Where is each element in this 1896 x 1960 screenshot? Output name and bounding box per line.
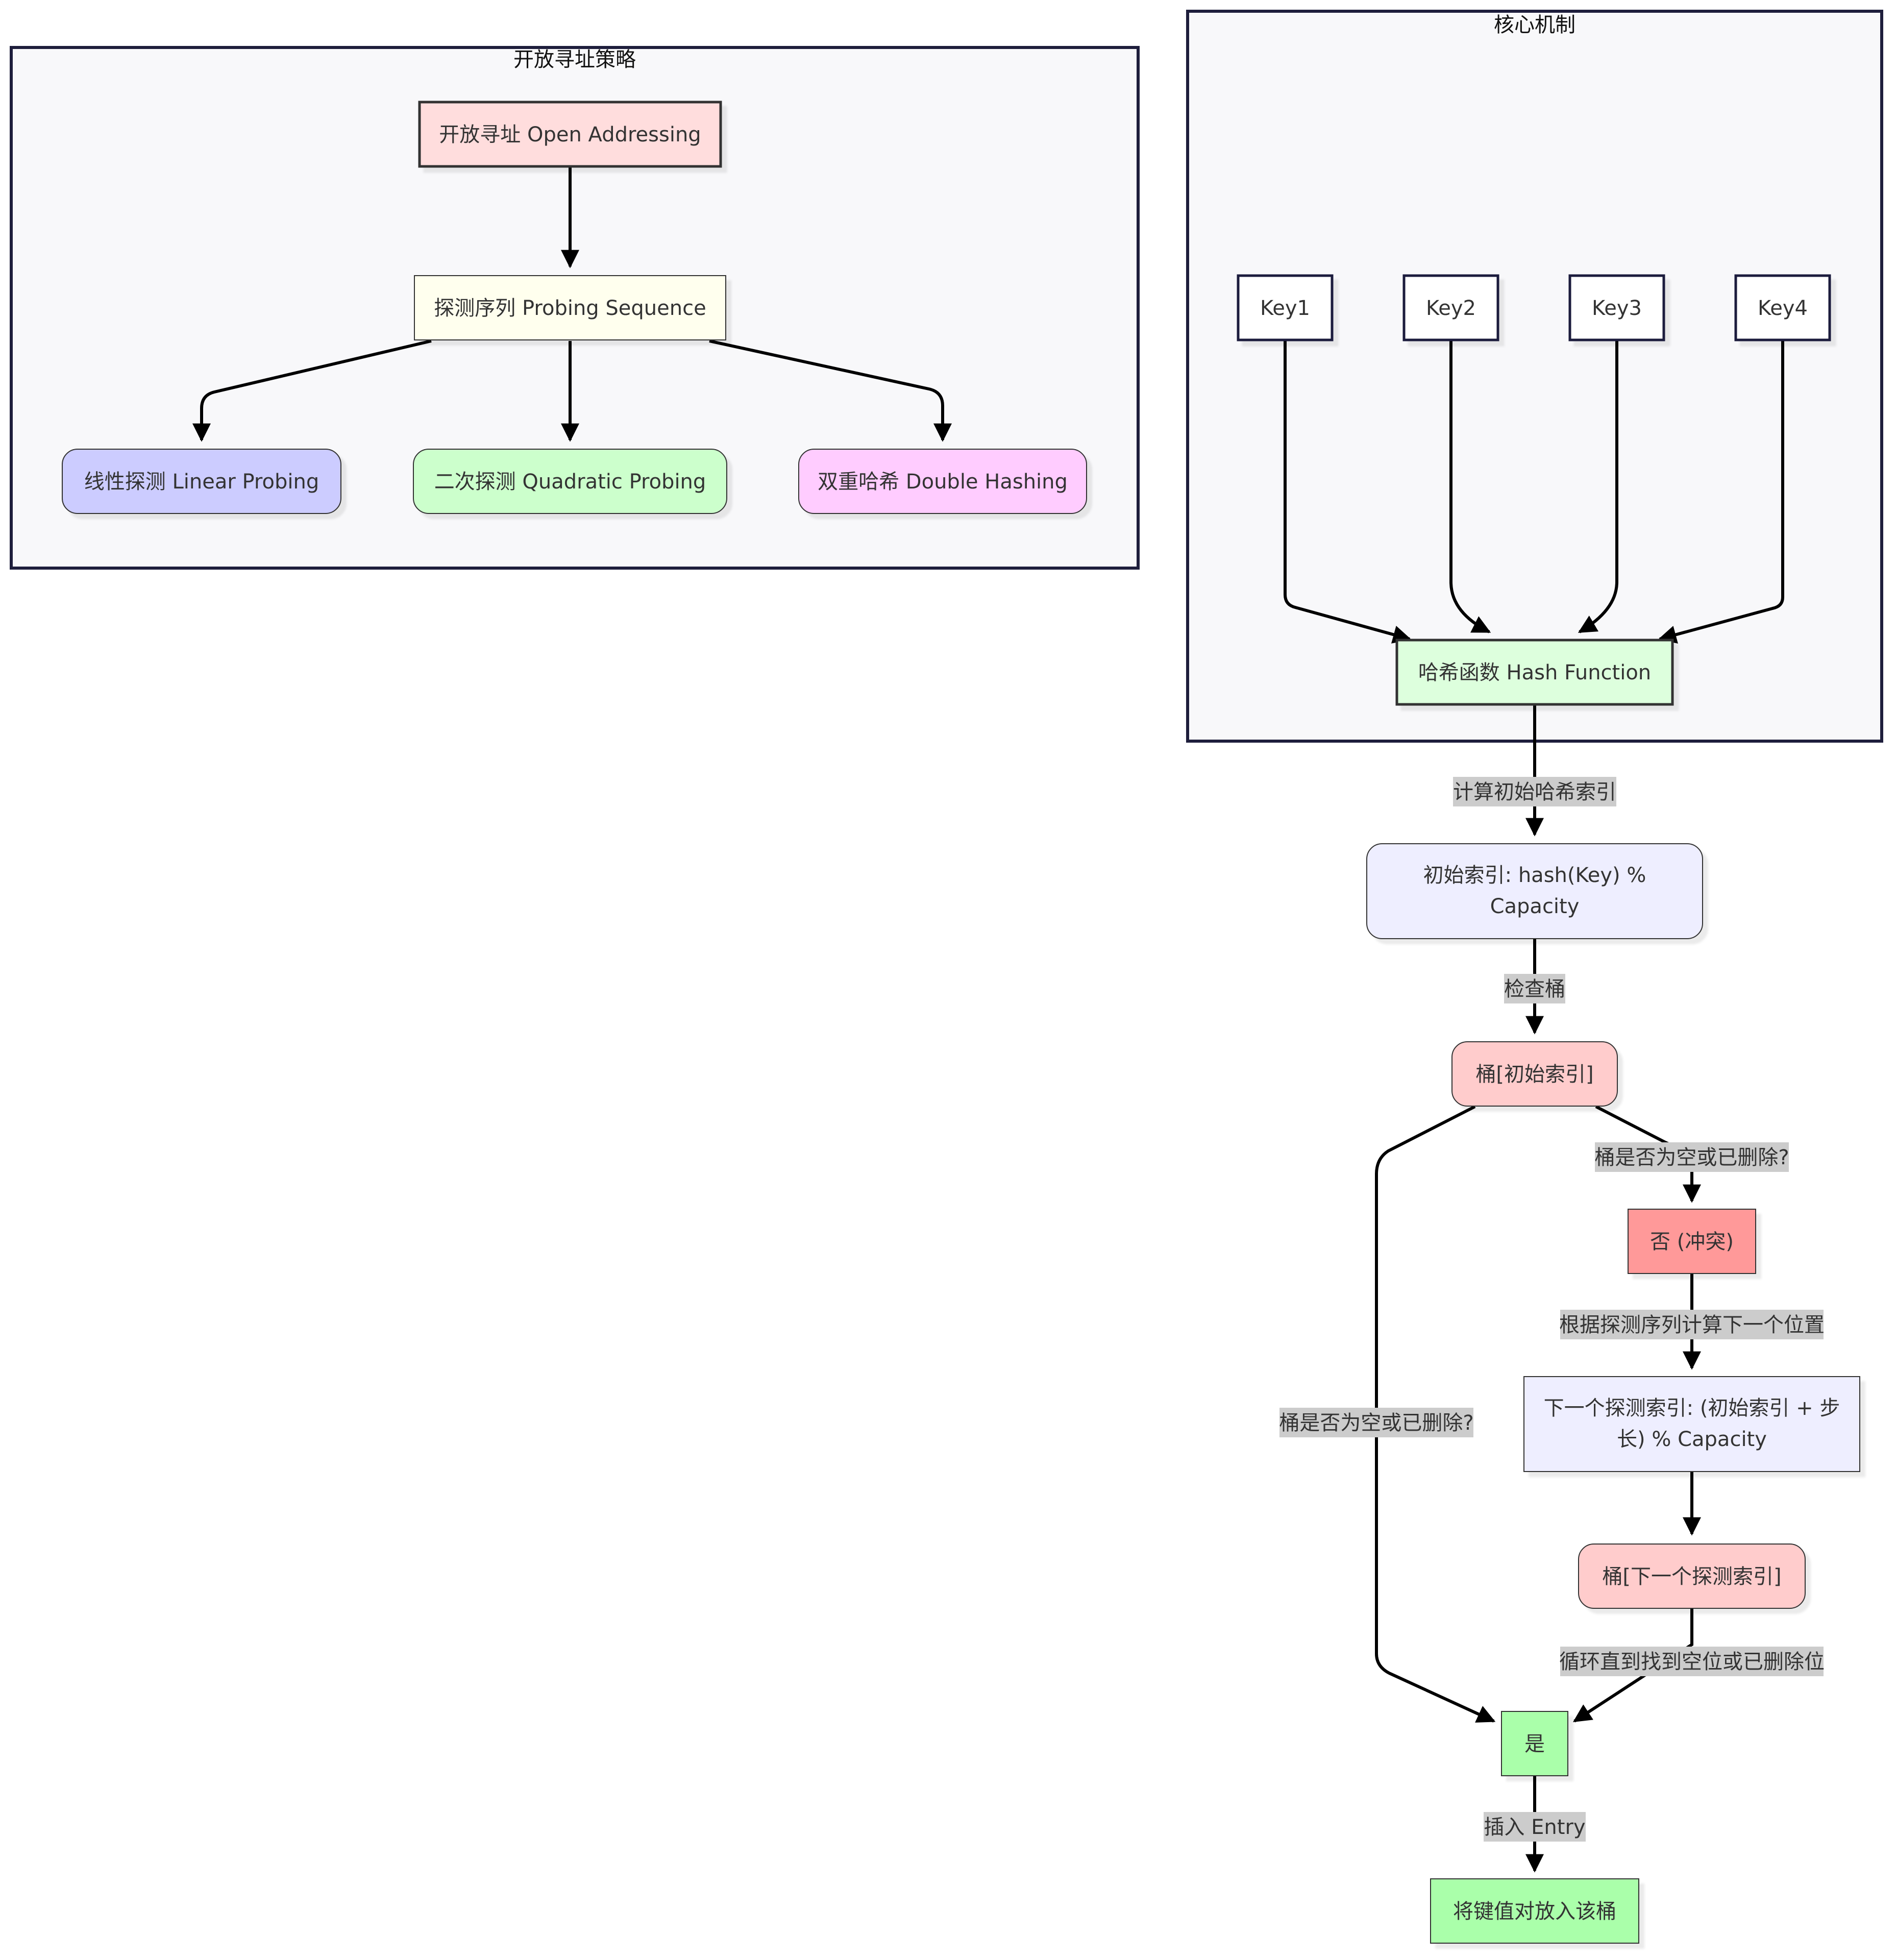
node-no-collision: 否 (冲突) (1628, 1209, 1756, 1274)
svg-text:计算初始哈希索引: 计算初始哈希索引 (1453, 780, 1616, 804)
node-key1: Key1 (1237, 274, 1334, 341)
cluster-core-frame (1186, 10, 1883, 743)
edge-label-loop-until: 循环直到找到空位或已删除位 (1559, 1647, 1825, 1676)
node-place-pair-label: 将键值对放入该桶 (1453, 1900, 1616, 1923)
node-key3-label: Key3 (1592, 297, 1642, 320)
svg-text:检查桶: 检查桶 (1504, 977, 1565, 1001)
node-yes-label: 是 (1524, 1732, 1545, 1756)
svg-text:插入 Entry: 插入 Entry (1484, 1816, 1585, 1839)
node-next-probe-index-line2: 长) % Capacity (1617, 1428, 1767, 1451)
svg-text:循环直到找到空位或已删除位: 循环直到找到空位或已删除位 (1559, 1650, 1825, 1674)
node-open-addressing: 开放寻址 Open Addressing (418, 101, 722, 168)
node-key3: Key3 (1568, 274, 1665, 341)
node-double-hashing: 双重哈希 Double Hashing (798, 449, 1087, 514)
edge-label-compute-initial-hash: 计算初始哈希索引 (1453, 777, 1616, 806)
node-key4: Key4 (1734, 274, 1831, 341)
edge-next-bucket-to-yes (1572, 1609, 1693, 1723)
edge-key2-to-hash (1449, 341, 1491, 633)
node-no-collision-label: 否 (冲突) (1650, 1230, 1734, 1254)
node-bucket-initial-label: 桶[初始索引] (1475, 1063, 1593, 1086)
node-next-probe-index-line1: 下一个探测索引: (初始索引 + 步 (1544, 1396, 1840, 1420)
edge-probing-to-linear (192, 339, 432, 442)
edge-key1-to-hash (1284, 341, 1412, 644)
edge-probing-to-double (709, 339, 952, 442)
cluster-open-addressing-title: 开放寻址策略 (513, 48, 636, 71)
edge-label-is-empty-right: 桶是否为空或已删除? (1594, 1142, 1789, 1172)
node-key2-label: Key2 (1426, 297, 1476, 320)
node-initial-index-line1: 初始索引: hash(Key) % (1423, 864, 1646, 887)
node-probing-sequence-label: 探测序列 Probing Sequence (434, 297, 706, 320)
node-place-pair: 将键值对放入该桶 (1430, 1878, 1639, 1944)
node-key4-label: Key4 (1758, 297, 1808, 320)
node-yes: 是 (1501, 1711, 1568, 1776)
cluster-core-title: 核心机制 (1494, 13, 1575, 37)
node-hash-function-label: 哈希函数 Hash Function (1418, 661, 1651, 684)
node-double-hashing-label: 双重哈希 Double Hashing (818, 470, 1068, 494)
node-key1-label: Key1 (1260, 297, 1310, 320)
cluster-core-mechanism: 核心机制 (1186, 10, 1883, 743)
node-linear-probing: 线性探测 Linear Probing (62, 449, 341, 514)
edge-label-insert-entry: 插入 Entry (1484, 1812, 1586, 1842)
edge-label-is-empty-left: 桶是否为空或已删除? (1279, 1408, 1474, 1437)
node-quadratic-probing: 二次探测 Quadratic Probing (413, 449, 727, 514)
node-probing-sequence: 探测序列 Probing Sequence (414, 275, 726, 340)
node-key2: Key2 (1402, 274, 1499, 341)
node-open-addressing-label: 开放寻址 Open Addressing (439, 123, 701, 146)
node-bucket-initial: 桶[初始索引] (1451, 1041, 1618, 1107)
edge-key3-to-hash (1578, 341, 1618, 633)
svg-text:桶是否为空或已删除?: 桶是否为空或已删除? (1594, 1146, 1789, 1169)
edge-labels: 计算初始哈希索引 检查桶 桶是否为空或已删除? 桶是否为空或已删除? 根据探测序… (1279, 777, 1825, 1842)
edge-label-compute-next: 根据探测序列计算下一个位置 (1559, 1310, 1825, 1339)
node-bucket-next: 桶[下一个探测索引] (1578, 1544, 1806, 1609)
node-linear-probing-label: 线性探测 Linear Probing (84, 470, 319, 494)
edge-label-check-bucket: 检查桶 (1504, 974, 1565, 1003)
svg-text:桶是否为空或已删除?: 桶是否为空或已删除? (1279, 1411, 1473, 1435)
node-bucket-next-label: 桶[下一个探测索引] (1602, 1565, 1781, 1588)
node-hash-function: 哈希函数 Hash Function (1395, 639, 1674, 706)
node-initial-index-line2: Capacity (1490, 895, 1580, 918)
node-quadratic-probing-label: 二次探测 Quadratic Probing (434, 470, 706, 494)
edge-key4-to-hash (1658, 341, 1784, 644)
node-next-probe-index: 下一个探测索引: (初始索引 + 步 长) % Capacity (1523, 1376, 1860, 1472)
svg-text:根据探测序列计算下一个位置: 根据探测序列计算下一个位置 (1559, 1313, 1825, 1337)
node-initial-index: 初始索引: hash(Key) % Capacity (1366, 843, 1703, 939)
